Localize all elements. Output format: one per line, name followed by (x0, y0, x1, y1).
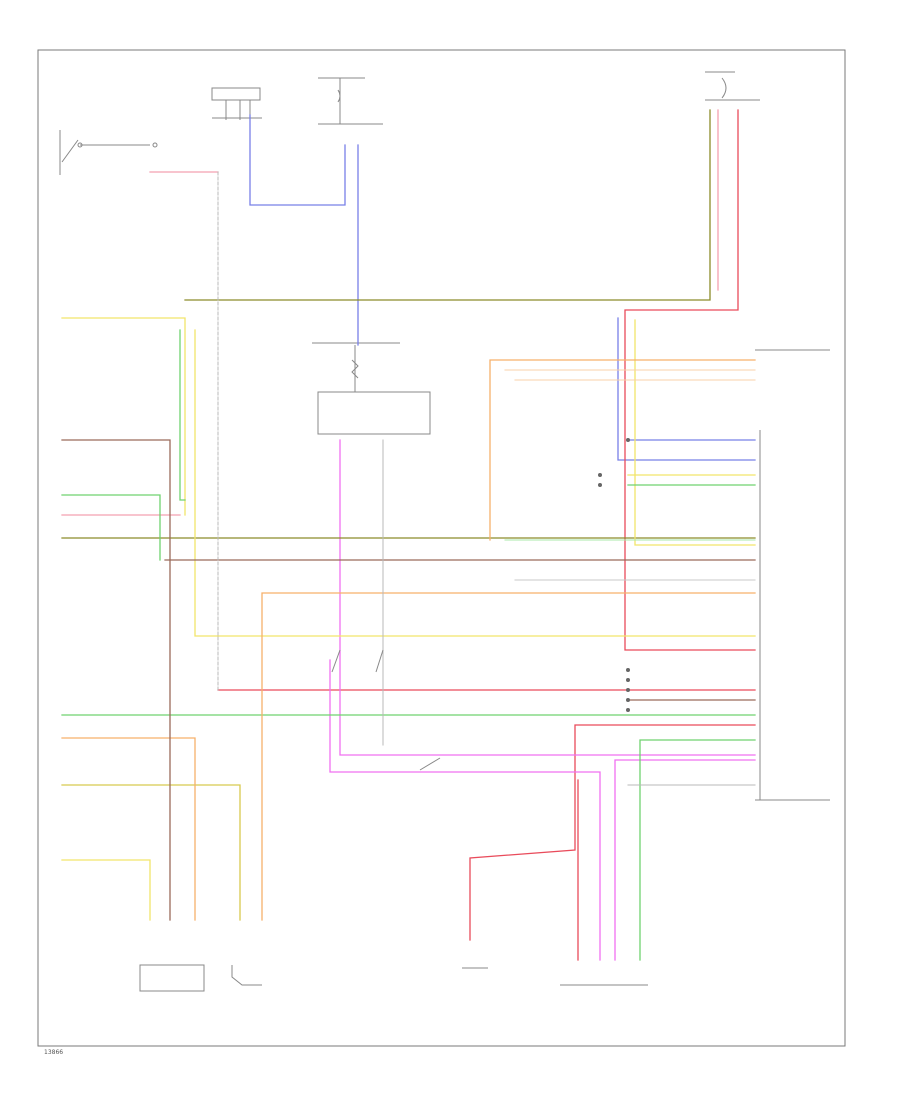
diagram-frame (37, 49, 846, 1047)
wire-orange-bottom (261, 592, 756, 921)
wire-red-right-2 (624, 109, 756, 651)
wire-orange-left (61, 737, 196, 921)
bottom-switch (419, 757, 441, 771)
relay-output-switch-1 (331, 649, 341, 673)
brake-switch-symbol (59, 130, 158, 175)
top-center-fuse (318, 77, 383, 125)
wire-orange-mid (489, 359, 756, 541)
control-module-connector (755, 349, 830, 801)
wire-yellow-top (61, 317, 186, 516)
wire-green-right-2 (639, 739, 756, 961)
wire-green-left (179, 329, 186, 501)
wire-yellow-upper (194, 329, 756, 637)
wire-brown-left (61, 439, 171, 921)
wire-yellow-left-2 (61, 859, 151, 921)
bottom-left-sensor-1 (139, 964, 205, 992)
center-relay (312, 342, 431, 435)
wire-yellow-left (61, 784, 241, 921)
wire-magenta-right (614, 759, 756, 961)
wire-blue-top (249, 114, 346, 206)
relay-output-switch-2 (375, 649, 384, 673)
wire-magenta-relay (339, 439, 756, 756)
wire-blue-right (617, 317, 756, 461)
top-left-fuse-block (211, 87, 262, 120)
footer-code: 13866 (44, 1049, 63, 1056)
wire-magenta-loop (329, 659, 601, 961)
wire-red-bottom (469, 724, 756, 941)
module-pin-markers (598, 438, 630, 712)
wire-green-left-2 (61, 494, 161, 561)
top-right-sensor (705, 71, 760, 101)
bottom-left-sensor-2 (231, 965, 262, 986)
wire-olive-top (184, 109, 711, 301)
wire-yellow-right (634, 319, 756, 546)
